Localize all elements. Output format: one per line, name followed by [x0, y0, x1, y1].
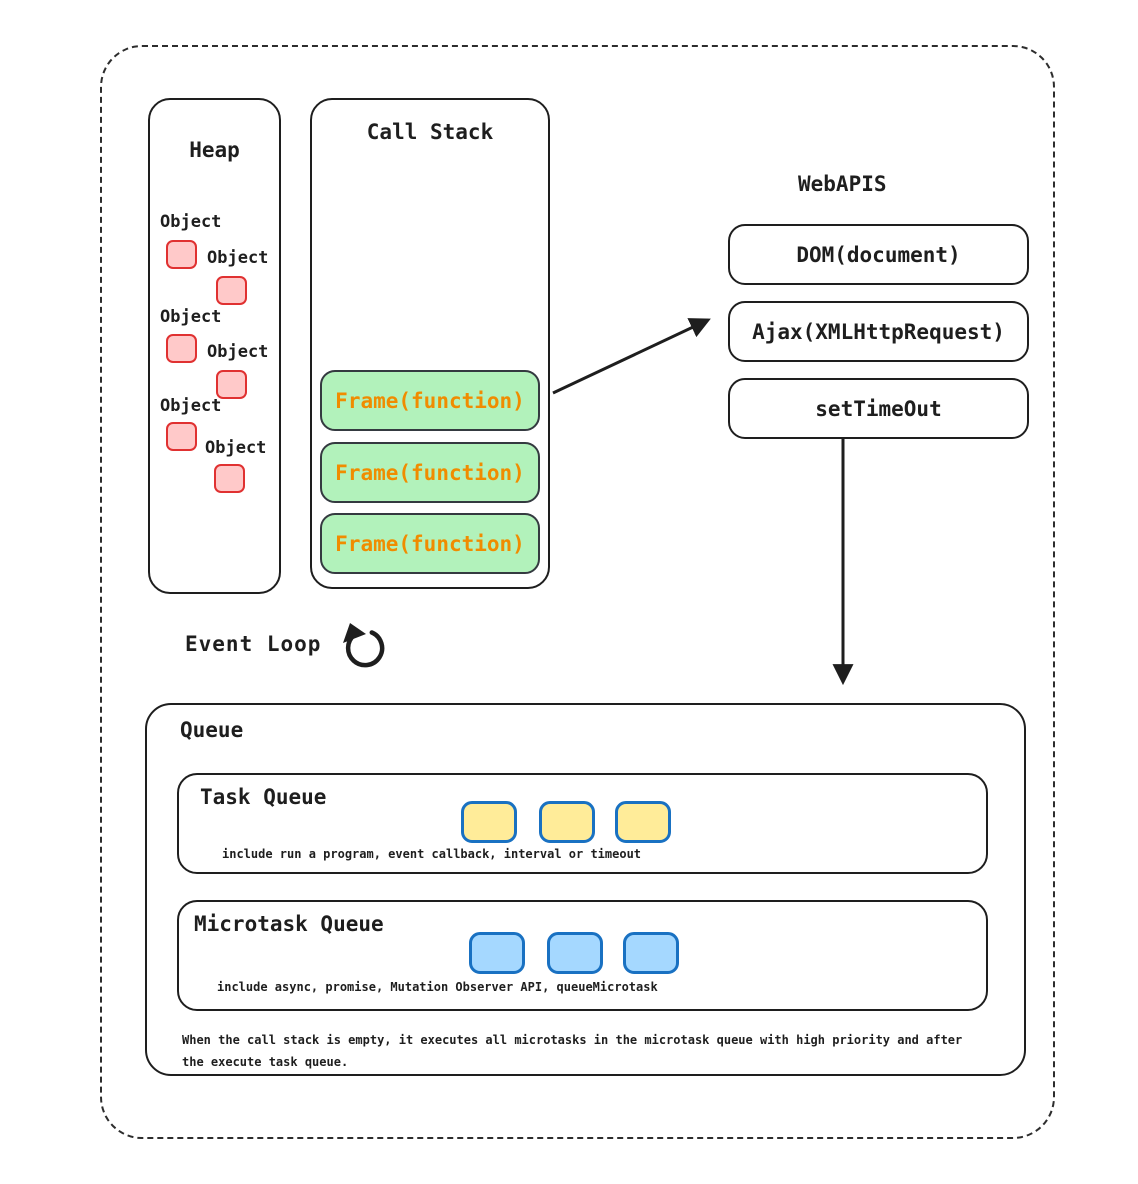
queue-title: Queue — [180, 718, 244, 742]
webapi-dom-box: DOM(document) — [728, 224, 1029, 285]
task-chip — [615, 801, 671, 843]
heap-object-label: Object — [207, 342, 269, 362]
heap-object-label: Object — [160, 212, 222, 232]
heap-object-square — [216, 370, 247, 399]
queue-panel: Queue Task Queue include run a program, … — [145, 703, 1026, 1076]
task-queue-description: include run a program, event callback, i… — [222, 847, 642, 861]
task-queue-panel: Task Queue include run a program, event … — [177, 773, 988, 874]
stack-frame: Frame(function) — [320, 513, 540, 574]
heap-object-label: Object — [160, 396, 222, 416]
webapis-title: WebAPIS — [798, 172, 887, 196]
heap-object-square — [166, 422, 197, 451]
microtask-queue-title: Microtask Queue — [194, 912, 384, 936]
webapi-ajax-box: Ajax(XMLHttpRequest) — [728, 301, 1029, 362]
microtask-queue-description: include async, promise, Mutation Observe… — [217, 980, 658, 994]
task-chip — [539, 801, 595, 843]
microtask-chip — [469, 932, 525, 974]
microtask-chip — [547, 932, 603, 974]
heap-object-label: Object — [160, 307, 222, 327]
call-stack-title: Call Stack — [366, 120, 494, 144]
stack-frame: Frame(function) — [320, 442, 540, 503]
heap-title: Heap — [189, 138, 240, 162]
heap-panel: Heap Object Object Object Object Object … — [148, 98, 281, 594]
heap-object-square — [214, 464, 245, 493]
diagram-dashed-border — [100, 45, 1055, 1139]
task-queue-title: Task Queue — [200, 785, 327, 809]
microtask-queue-panel: Microtask Queue include async, promise, … — [177, 900, 988, 1011]
heap-object-label: Object — [205, 438, 267, 458]
heap-object-square — [216, 276, 247, 305]
microtask-chip — [623, 932, 679, 974]
call-stack-panel: Call Stack Frame(function) Frame(functio… — [310, 98, 550, 589]
heap-object-label: Object — [207, 248, 269, 268]
webapi-settimeout-box: setTimeOut — [728, 378, 1029, 439]
stack-frame: Frame(function) — [320, 370, 540, 431]
task-chip — [461, 801, 517, 843]
heap-object-square — [166, 334, 197, 363]
event-loop-label: Event Loop — [185, 632, 322, 656]
heap-object-square — [166, 240, 197, 269]
queue-priority-note: When the call stack is empty, it execute… — [182, 1033, 963, 1069]
